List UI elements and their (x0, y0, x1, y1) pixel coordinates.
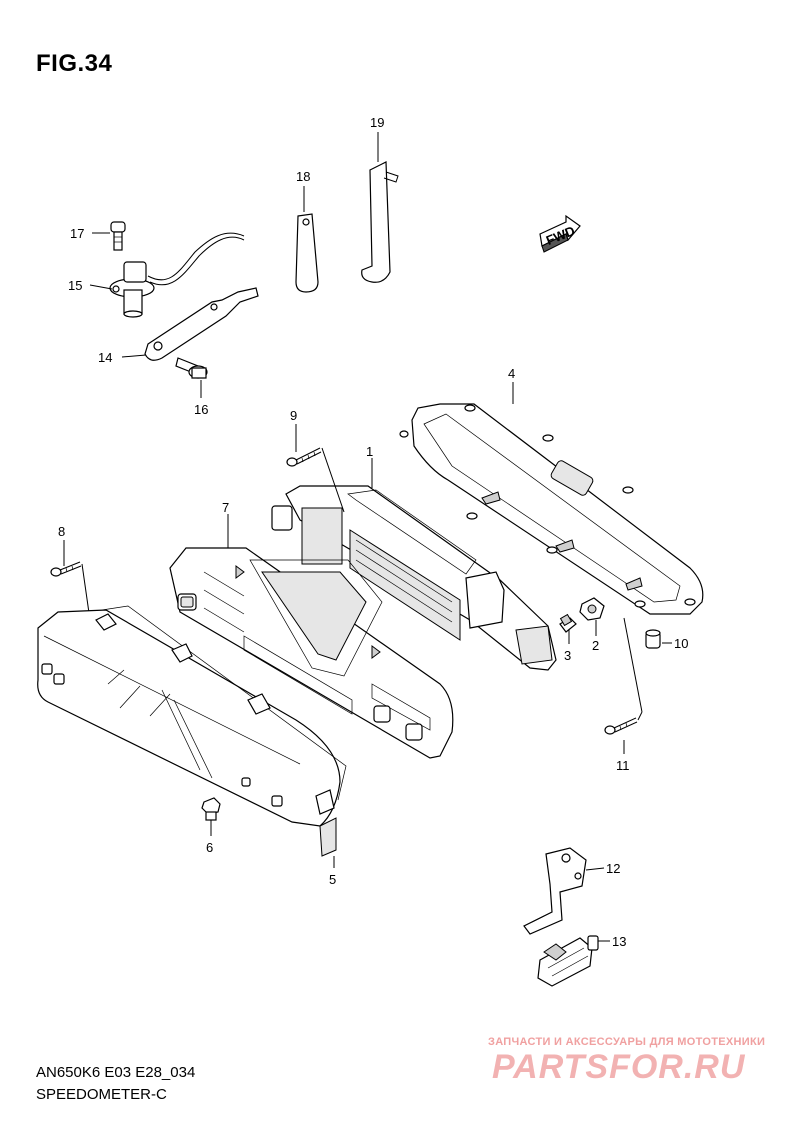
callout-3: 3 (564, 648, 571, 663)
callout-18: 18 (296, 169, 310, 184)
part-14-bracket (121, 287, 259, 361)
callout-14: 14 (98, 350, 112, 365)
callout-9: 9 (290, 408, 297, 423)
callout-6: 6 (206, 840, 213, 855)
part-18-clamp (295, 186, 319, 293)
part-10-cap (645, 629, 672, 649)
callout-17: 17 (70, 226, 84, 241)
part-4-rear-housing (399, 382, 704, 615)
callout-7: 7 (222, 500, 229, 515)
part-12-bracket (523, 847, 605, 935)
watermark-text: ЗАПЧАСТИ И АКСЕССУАРЫ ДЛЯ МОТОТЕХНИКИ (488, 1036, 766, 1048)
part-6-grommet (201, 797, 221, 836)
part-5-lower-cover (37, 605, 347, 868)
part-3-bulb (559, 613, 577, 644)
callout-15: 15 (68, 278, 82, 293)
part-17-bolt (92, 221, 126, 251)
callout-11: 11 (616, 758, 630, 773)
diagram-name: SPEEDOMETER-C (36, 1086, 167, 1103)
callout-2: 2 (592, 638, 599, 653)
watermark-logo: PARTSFOR.RU (492, 1048, 746, 1086)
callout-8: 8 (58, 524, 65, 539)
callout-4: 4 (508, 366, 515, 381)
part-1-meter-body (271, 458, 557, 671)
part-19-clamp (361, 132, 399, 283)
fwd-arrow-icon (539, 214, 581, 253)
part-13-connector (537, 935, 610, 987)
part-9-screw (286, 424, 345, 513)
part-11-screw (604, 617, 643, 754)
part-16-bolt (175, 357, 208, 398)
callout-5: 5 (329, 872, 336, 887)
callout-16: 16 (194, 402, 208, 417)
part-15-speed-sensor (89, 232, 245, 318)
callout-1: 1 (366, 444, 373, 459)
callout-12: 12 (606, 861, 620, 876)
callout-10: 10 (674, 636, 688, 651)
callout-13: 13 (612, 934, 626, 949)
figure-title: FIG.34 (36, 50, 113, 77)
diagram-code: AN650K6 E03 E28_034 (36, 1064, 196, 1081)
callout-19: 19 (370, 115, 384, 130)
part-7-face-panel (169, 514, 454, 759)
part-8-screw (50, 540, 91, 621)
part-2-bulb-socket (579, 597, 605, 636)
